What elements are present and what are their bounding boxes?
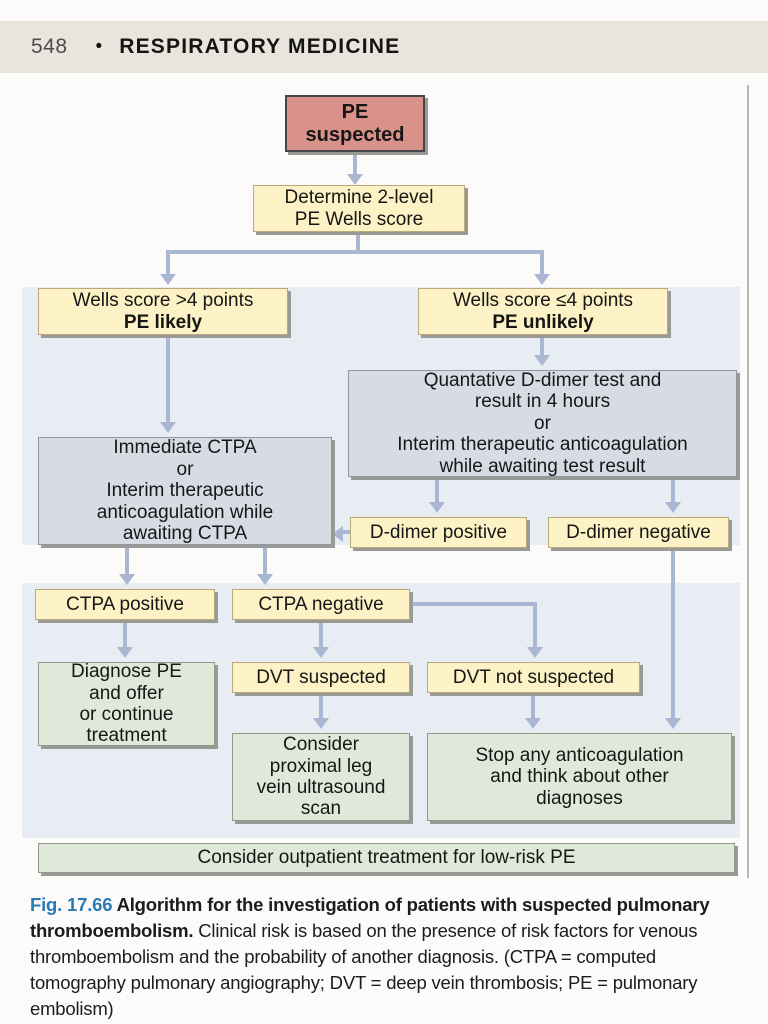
connector-determine-stub xyxy=(356,232,360,252)
arrowhead-dvt-not-to-stop xyxy=(525,718,541,729)
node-determine-wells-score: Determine 2-level PE Wells score xyxy=(253,185,465,232)
arrowhead-negative-to-dvt-not xyxy=(527,647,543,658)
node-label: Determine 2-level PE Wells score xyxy=(284,187,434,230)
arrowhead-ddimer-test-to-negative xyxy=(665,502,681,513)
node-label: Consider proximal leg vein ultrasound sc… xyxy=(256,734,386,820)
node-label: Stop any anticoagulation and think about… xyxy=(475,744,684,809)
arrowhead-ddimer-positive-to-ctpa xyxy=(332,526,343,542)
node-dvt-suspected: DVT suspected xyxy=(232,662,410,693)
caption-title: Algorithm for the investigation of patie… xyxy=(30,894,710,941)
node-label: Consider outpatient treatment for low-ri… xyxy=(197,847,576,869)
figure-number: Fig. 17.66 xyxy=(30,894,113,915)
node-label: Quantative D-dimer test and result in 4 … xyxy=(397,369,688,477)
connector-ctpa-to-positive xyxy=(125,545,129,574)
node-pe-suspected: PE suspected xyxy=(285,95,425,152)
connector-negative-right xyxy=(410,602,537,606)
node-label-line1: Wells score ≤4 points xyxy=(452,290,634,312)
arrowhead-dvt-to-ultrasound xyxy=(313,718,329,729)
connector-ddimer-test-to-negative xyxy=(671,477,675,502)
node-label: Immediate CTPA or Interim therapeutic an… xyxy=(96,437,274,545)
connector-ddimer-test-to-positive xyxy=(435,477,439,502)
section-title: RESPIRATORY MEDICINE xyxy=(119,35,401,58)
node-label: DVT not suspected xyxy=(452,666,615,688)
arrowhead-ctpa-to-negative xyxy=(257,574,273,585)
connector-ddimer-negative-to-stop xyxy=(671,548,675,718)
connector-dvt-not-to-stop xyxy=(531,693,535,718)
node-label-line2: PE unlikely xyxy=(492,311,594,333)
connector-unlikely-to-ddimer xyxy=(540,335,544,355)
arrowhead-pe-to-determine xyxy=(347,174,363,185)
connector-negative-to-dvt-not xyxy=(533,602,537,647)
arrowhead-unlikely-to-ddimer xyxy=(534,355,550,366)
connector-ddimer-positive-to-ctpa xyxy=(343,530,350,534)
connector-positive-to-diagnose xyxy=(123,620,127,647)
node-dvt-not-suspected: DVT not suspected xyxy=(427,662,640,693)
node-ddimer-negative: D-dimer negative xyxy=(548,517,729,548)
page-header: 548 • RESPIRATORY MEDICINE xyxy=(0,21,768,73)
connector-ctpa-to-negative xyxy=(263,545,267,574)
arrowhead-ddimer-test-to-positive xyxy=(429,502,445,513)
node-ultrasound-scan: Consider proximal leg vein ultrasound sc… xyxy=(232,733,410,821)
node-ctpa-negative: CTPA negative xyxy=(232,589,410,620)
arrowhead-positive-to-diagnose xyxy=(117,647,133,658)
connector-dvt-to-ultrasound xyxy=(319,693,323,718)
arrowhead-likely-to-ctpa xyxy=(160,422,176,433)
page-edge-line xyxy=(747,85,749,878)
connector-pe-to-determine xyxy=(353,152,357,174)
node-ddimer-positive: D-dimer positive xyxy=(350,517,527,548)
connector-likely-to-ctpa xyxy=(166,335,170,422)
node-label: CTPA positive xyxy=(66,593,184,615)
node-quantitative-ddimer-test: Quantative D-dimer test and result in 4 … xyxy=(348,370,737,477)
arrowhead-ctpa-to-positive xyxy=(119,574,135,585)
node-label-line2: PE likely xyxy=(123,311,203,333)
node-label: CTPA negative xyxy=(258,593,384,615)
connector-negative-to-dvt xyxy=(319,620,323,647)
connector-branch-right xyxy=(540,250,544,274)
caption-body: Clinical risk is based on the presence o… xyxy=(30,919,698,1019)
node-wells-unlikely: Wells score ≤4 points PE unlikely xyxy=(418,288,668,335)
figure-caption: Fig. 17.66 Algorithm for the investigati… xyxy=(30,892,742,1021)
connector-branch-left xyxy=(166,250,170,274)
node-label: D-dimer negative xyxy=(566,521,711,543)
bullet-separator: • xyxy=(95,36,103,57)
node-ctpa-positive: CTPA positive xyxy=(35,589,215,620)
arrowhead-branch-right xyxy=(534,274,550,285)
node-label: PE suspected xyxy=(305,100,405,146)
arrowhead-negative-to-dvt xyxy=(313,647,329,658)
page-number: 548 xyxy=(31,35,68,58)
node-stop-anticoagulation: Stop any anticoagulation and think about… xyxy=(427,733,732,821)
arrowhead-branch-left xyxy=(160,274,176,285)
arrowhead-ddimer-negative-to-stop xyxy=(665,718,681,729)
node-label: D-dimer positive xyxy=(369,521,508,543)
node-label: DVT suspected xyxy=(256,666,386,688)
node-outpatient-treatment: Consider outpatient treatment for low-ri… xyxy=(38,843,735,873)
node-label: Diagnose PE and offer or continue treatm… xyxy=(71,661,182,747)
node-diagnose-pe: Diagnose PE and offer or continue treatm… xyxy=(38,661,215,747)
node-wells-likely: Wells score >4 points PE likely xyxy=(38,288,288,335)
node-immediate-ctpa: Immediate CTPA or Interim therapeutic an… xyxy=(38,437,332,545)
node-label-line1: Wells score >4 points xyxy=(72,290,254,312)
connector-branch-horizontal xyxy=(166,250,544,254)
